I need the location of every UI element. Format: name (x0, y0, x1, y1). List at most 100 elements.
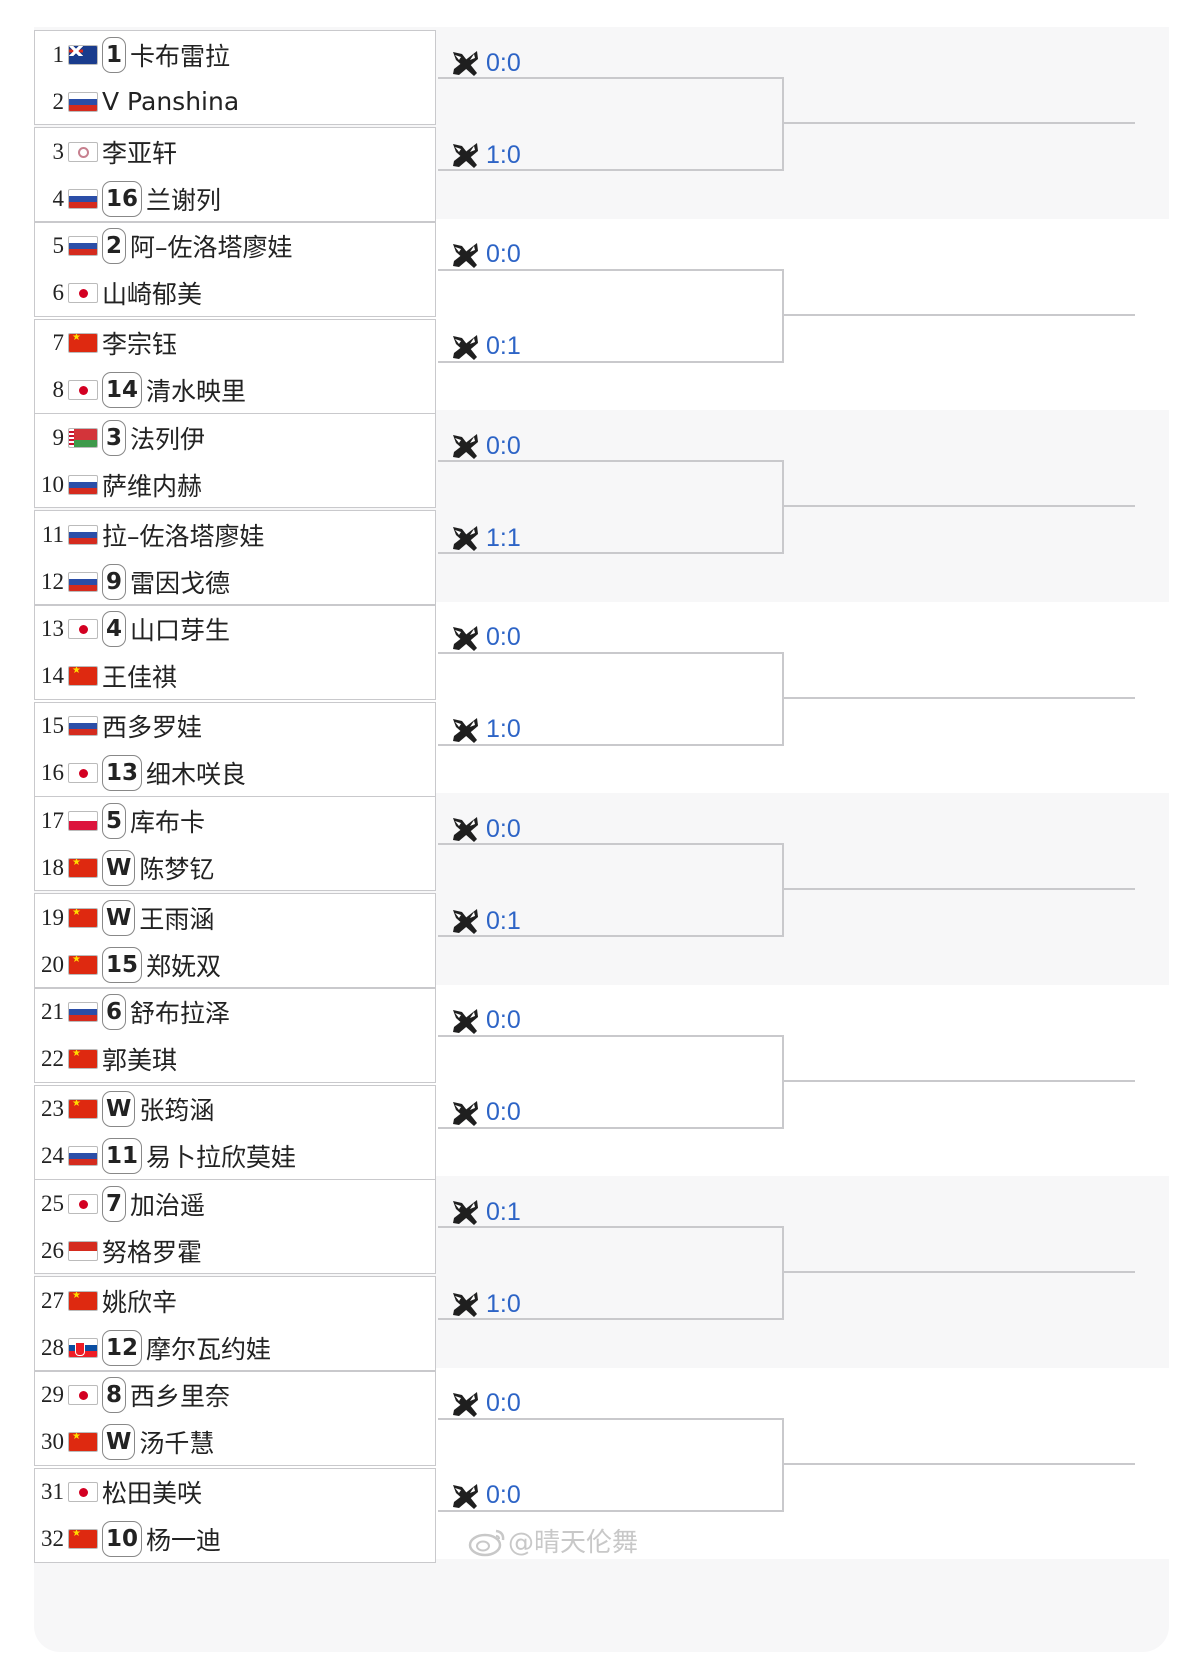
match-score[interactable]: 0:0 (450, 1389, 521, 1419)
seed-badge: W (102, 849, 136, 886)
draw-position: 19 (41, 904, 64, 930)
next-round-line (784, 505, 1135, 507)
match-score[interactable]: 0:0 (450, 1481, 521, 1511)
draw-position: 24 (41, 1143, 64, 1168)
match-box[interactable]: 31松田美咲3210杨一迪 (34, 1467, 437, 1563)
crossed-rackets-icon (453, 143, 478, 168)
match-box[interactable]: 7李宗钰814清水映里 (34, 318, 437, 414)
player-row[interactable]: 3210杨一迪 (35, 1516, 437, 1563)
match-group: 52阿–佐洛塔廖娃6山崎郁美7李宗钰814清水映里 (34, 221, 438, 416)
player-name: V Panshina (102, 87, 240, 116)
player-name: 杨一迪 (146, 1526, 222, 1555)
seed-badge: 14 (102, 372, 143, 408)
match-box[interactable]: 27姚欣辛2812摩尔瓦约娃 (34, 1276, 436, 1371)
score-text: 0:0 (486, 48, 521, 77)
flag-icon (68, 1482, 98, 1502)
match-score[interactable]: 0:0 (450, 623, 521, 653)
match-box[interactable]: 134山口芽生14王佳祺 (34, 604, 437, 700)
flag-icon (68, 907, 98, 928)
seed-badge: 5 (102, 802, 127, 839)
match-score[interactable]: 1:0 (450, 715, 521, 745)
draw-position: 15 (41, 713, 64, 738)
draw-position: 7 (52, 330, 65, 355)
score-text: 0:0 (486, 431, 521, 460)
match-group: 257加治遥26努格罗霍27姚欣辛2812摩尔瓦约娃 (34, 1179, 438, 1373)
bracket-connector (438, 843, 784, 937)
draw-position: 12 (41, 568, 64, 594)
score-text: 1:1 (486, 523, 521, 552)
player-name: 李亚轩 (102, 138, 178, 168)
player-row[interactable]: 2015郑妩双 (35, 941, 437, 988)
crossed-rackets-icon (453, 1483, 478, 1509)
match-box[interactable]: 216舒布拉泽22郭美琪 (34, 987, 437, 1083)
seed-badge: 3 (102, 419, 127, 456)
seed-badge: 2 (102, 228, 127, 264)
match-box[interactable]: 23W张筠涵2411易卜拉欣莫娃 (34, 1084, 437, 1180)
match-score[interactable]: 0:1 (450, 332, 521, 362)
match-score[interactable]: 0:0 (450, 48, 521, 78)
player-row[interactable]: 27姚欣辛 (35, 1277, 437, 1324)
player-row[interactable]: 14王佳祺 (35, 653, 437, 700)
player-row[interactable]: 22郭美琪 (35, 1036, 437, 1083)
match-score[interactable]: 0:0 (450, 1006, 521, 1036)
seed-badge: 11 (102, 1138, 143, 1174)
match-score[interactable]: 0:0 (450, 1098, 521, 1128)
player-row[interactable]: 23W张筠涵 (35, 1086, 437, 1133)
match-score[interactable]: 1:0 (450, 140, 521, 170)
flag-icon (68, 1240, 98, 1261)
draw-position: 9 (52, 424, 65, 450)
match-score[interactable]: 0:0 (450, 431, 521, 461)
flag-icon (68, 1290, 98, 1311)
match-score[interactable]: 0:1 (450, 1197, 521, 1227)
match-box[interactable]: 175库布卡18W陈梦钇 (34, 796, 436, 891)
player-name: 郭美琪 (102, 1046, 178, 1075)
match-score[interactable]: 1:0 (450, 1289, 521, 1319)
seed-badge: 16 (102, 180, 143, 217)
player-row[interactable]: 19W王雨涵 (35, 894, 437, 941)
score-text: 0:0 (486, 1098, 521, 1126)
player-row[interactable]: 30W汤千慧 (35, 1419, 437, 1466)
seed-badge: 8 (102, 1377, 127, 1413)
player-row[interactable]: 18W陈梦钇 (35, 844, 437, 891)
match-box[interactable]: 19W王雨涵2015郑妩双 (34, 893, 436, 988)
draw-position: 5 (52, 233, 65, 258)
match-score[interactable]: 0:1 (450, 906, 521, 936)
match-score[interactable]: 0:0 (450, 240, 521, 270)
bracket-connector (438, 1417, 784, 1512)
player-row[interactable]: 7李宗钰 (35, 320, 437, 367)
match-score[interactable]: 1:1 (450, 523, 521, 553)
player-name: 兰谢列 (146, 185, 222, 215)
match-score[interactable]: 0:0 (450, 814, 521, 844)
player-name: 西乡里奈 (130, 1382, 231, 1411)
match-box[interactable]: 298西乡里奈30W汤千慧 (34, 1370, 437, 1466)
